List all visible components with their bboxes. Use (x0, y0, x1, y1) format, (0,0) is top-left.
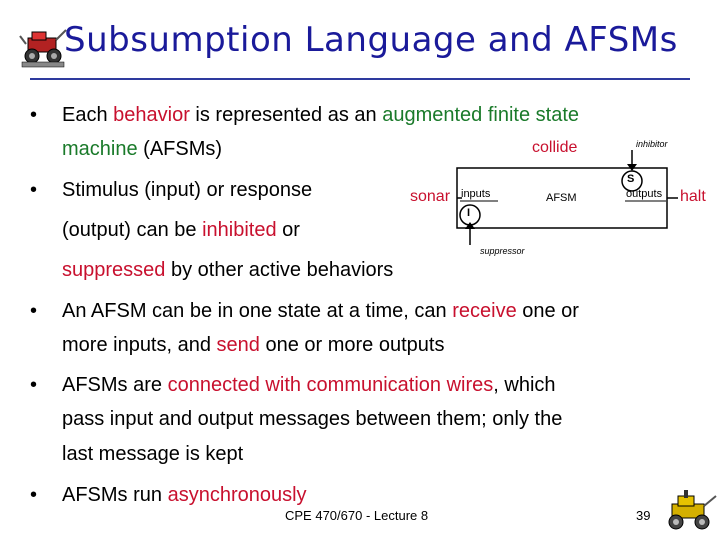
text-run: , which (493, 374, 556, 396)
highlight-inhibited: inhibited (202, 219, 277, 241)
bullet-2-line-3: suppressed by other active behaviors (62, 253, 393, 287)
bullet-1-line-1: Each behavior is represented as an augme… (62, 98, 579, 132)
text-run: more inputs, and (62, 334, 217, 356)
highlight-wires: connected with communication wires (167, 374, 494, 396)
bullet-1-line-2: machine (AFSMs) (62, 132, 222, 166)
highlight-machine: machine (62, 138, 138, 160)
bullet-marker: • (30, 374, 38, 396)
s-node-label: S (627, 173, 635, 185)
bullet-3-line-1: An AFSM can be in one state at a time, c… (62, 294, 579, 328)
bullet-marker: • (30, 300, 38, 322)
highlight-asynchronously: asynchronously (167, 484, 307, 506)
halt-label: halt (680, 188, 706, 205)
suppressor-label: suppressor (480, 246, 525, 256)
bullet-marker: • (30, 484, 38, 506)
text-run: one or (516, 300, 579, 322)
page-number: 39 (636, 508, 651, 523)
slide-title: Subsumption Language and AFSMs (64, 20, 678, 60)
sonar-label: sonar (410, 188, 451, 205)
highlight-receive: receive (452, 300, 517, 322)
outputs-label: outputs (626, 188, 663, 200)
bullet-4-line-3: last message is kept (62, 443, 244, 465)
bullet-4-line-2: pass input and output messages between t… (62, 408, 563, 430)
slide-footer: CPE 470/670 - Lecture 8 (285, 508, 429, 523)
title-divider (30, 78, 690, 80)
text-run: (AFSMs) (137, 138, 223, 160)
highlight-send: send (216, 334, 260, 356)
text-run: is represented as an (189, 104, 383, 126)
text-run: one or more outputs (259, 334, 445, 356)
bullet-2-line-1: Stimulus (input) or response (62, 179, 313, 201)
bullet-4-line-1: AFSMs are connected with communication w… (62, 368, 556, 402)
robot-illustration-small-icon (668, 490, 717, 530)
inputs-label: inputs (461, 188, 491, 200)
text-run: Each (62, 104, 114, 126)
bullet-marker: • (30, 104, 38, 126)
text-run: by other active behaviors (165, 259, 394, 281)
collide-label: collide (532, 139, 578, 156)
bullet-2-line-2: (output) can be inhibited or (62, 213, 300, 247)
bullet-5-line-1: AFSMs run asynchronously (62, 478, 307, 512)
highlight-suppressed: suppressed (62, 259, 166, 281)
highlight-behavior: behavior (113, 104, 190, 126)
inhibitor-label: inhibitor (636, 139, 668, 149)
text-run: AFSMs are (62, 374, 168, 396)
robot-illustration-icon (19, 29, 67, 68)
bullet-3-line-2: more inputs, and send one or more output… (62, 328, 444, 362)
text-run: An AFSM can be in one state at a time, c… (62, 300, 453, 322)
text-run: AFSMs run (62, 484, 168, 506)
bullet-marker: • (30, 179, 38, 201)
text-run: or (276, 219, 300, 241)
suppressor-arrowhead (465, 222, 475, 229)
afsm-label: AFSM (546, 192, 577, 204)
i-node-label: I (467, 207, 471, 219)
inhibitor-arrowhead (627, 164, 637, 171)
highlight-augmented: augmented finite state (382, 104, 580, 126)
text-run: (output) can be (62, 219, 203, 241)
